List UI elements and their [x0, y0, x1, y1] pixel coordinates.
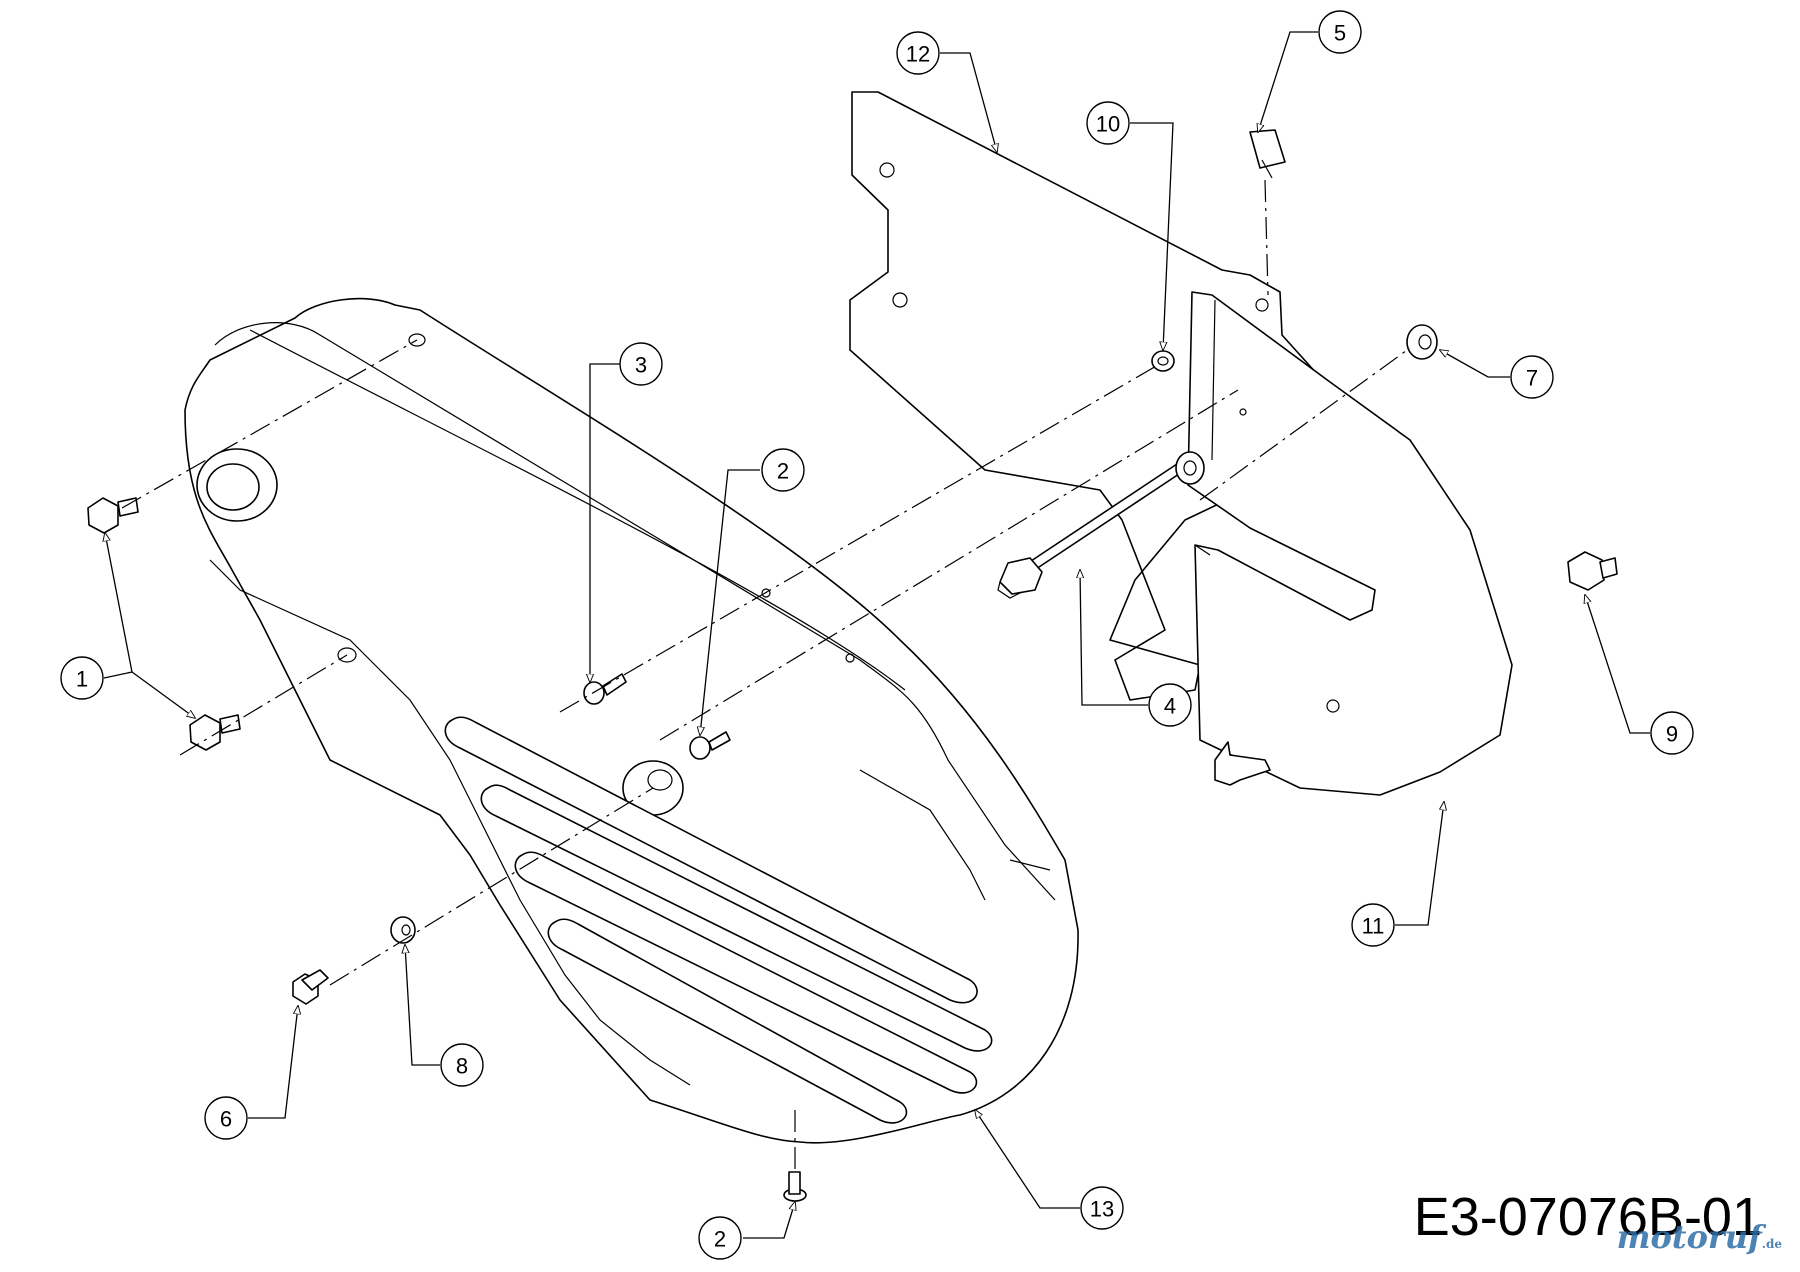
callout-4: 4: [1148, 683, 1192, 727]
washer-part-8: [390, 916, 416, 944]
belt-cover-part-13: [184, 297, 1079, 1144]
callout-label: 2: [777, 459, 789, 484]
callout-11: 11: [1351, 903, 1395, 947]
callout-label: 1: [76, 667, 88, 692]
callout-8: 8: [440, 1043, 484, 1087]
watermark-text: motoruf: [1616, 1218, 1762, 1256]
drawing-code: E3-07076B-01: [1413, 1187, 1762, 1247]
callout-6: 6: [204, 1096, 248, 1140]
watermark-logo: motoruf.de: [1617, 1218, 1782, 1256]
nut-part-6: [292, 969, 329, 1005]
shaft-part-4: [997, 451, 1205, 599]
nut-part-5: [1249, 129, 1286, 179]
callout-leaders: [104, 31, 1650, 1239]
callout-5: 5: [1318, 10, 1362, 54]
callout-label: 8: [456, 1054, 468, 1079]
bolt-part-9: [1567, 551, 1618, 591]
watermark-tld: .de: [1761, 1237, 1782, 1251]
assembly-centerlines: [121, 179, 1411, 1170]
callout-label: 3: [635, 353, 647, 378]
callout-3: 3: [619, 342, 663, 386]
callout-12: 12: [896, 31, 940, 75]
callout-13: 13: [1080, 1186, 1124, 1230]
callout-2-lower: 2: [698, 1216, 742, 1260]
callout-label: 9: [1666, 722, 1678, 747]
callout-7: 7: [1510, 355, 1554, 399]
screw-part-2-lower: [783, 1171, 807, 1202]
callout-9: 9: [1650, 711, 1694, 755]
callout-label: 5: [1334, 21, 1346, 46]
callout-label: 13: [1090, 1197, 1114, 1222]
callout-label: 7: [1526, 366, 1538, 391]
guard-plate-part-11: [1187, 291, 1513, 796]
callout-label: 6: [220, 1107, 232, 1132]
callout-label: 2: [714, 1227, 726, 1252]
screw-part-2-upper: [689, 731, 731, 760]
bolts-part-1: [87, 497, 241, 751]
spacer-part-7: [1406, 324, 1438, 360]
callout-label: 12: [906, 42, 930, 67]
callout-label: 4: [1164, 694, 1176, 719]
bushing-part-10: [1151, 350, 1175, 372]
callout-label: 10: [1096, 112, 1120, 137]
callout-10: 10: [1086, 101, 1130, 145]
callout-2-upper: 2: [761, 448, 805, 492]
callout-label: 11: [1362, 914, 1385, 939]
callout-1: 1: [60, 656, 104, 700]
